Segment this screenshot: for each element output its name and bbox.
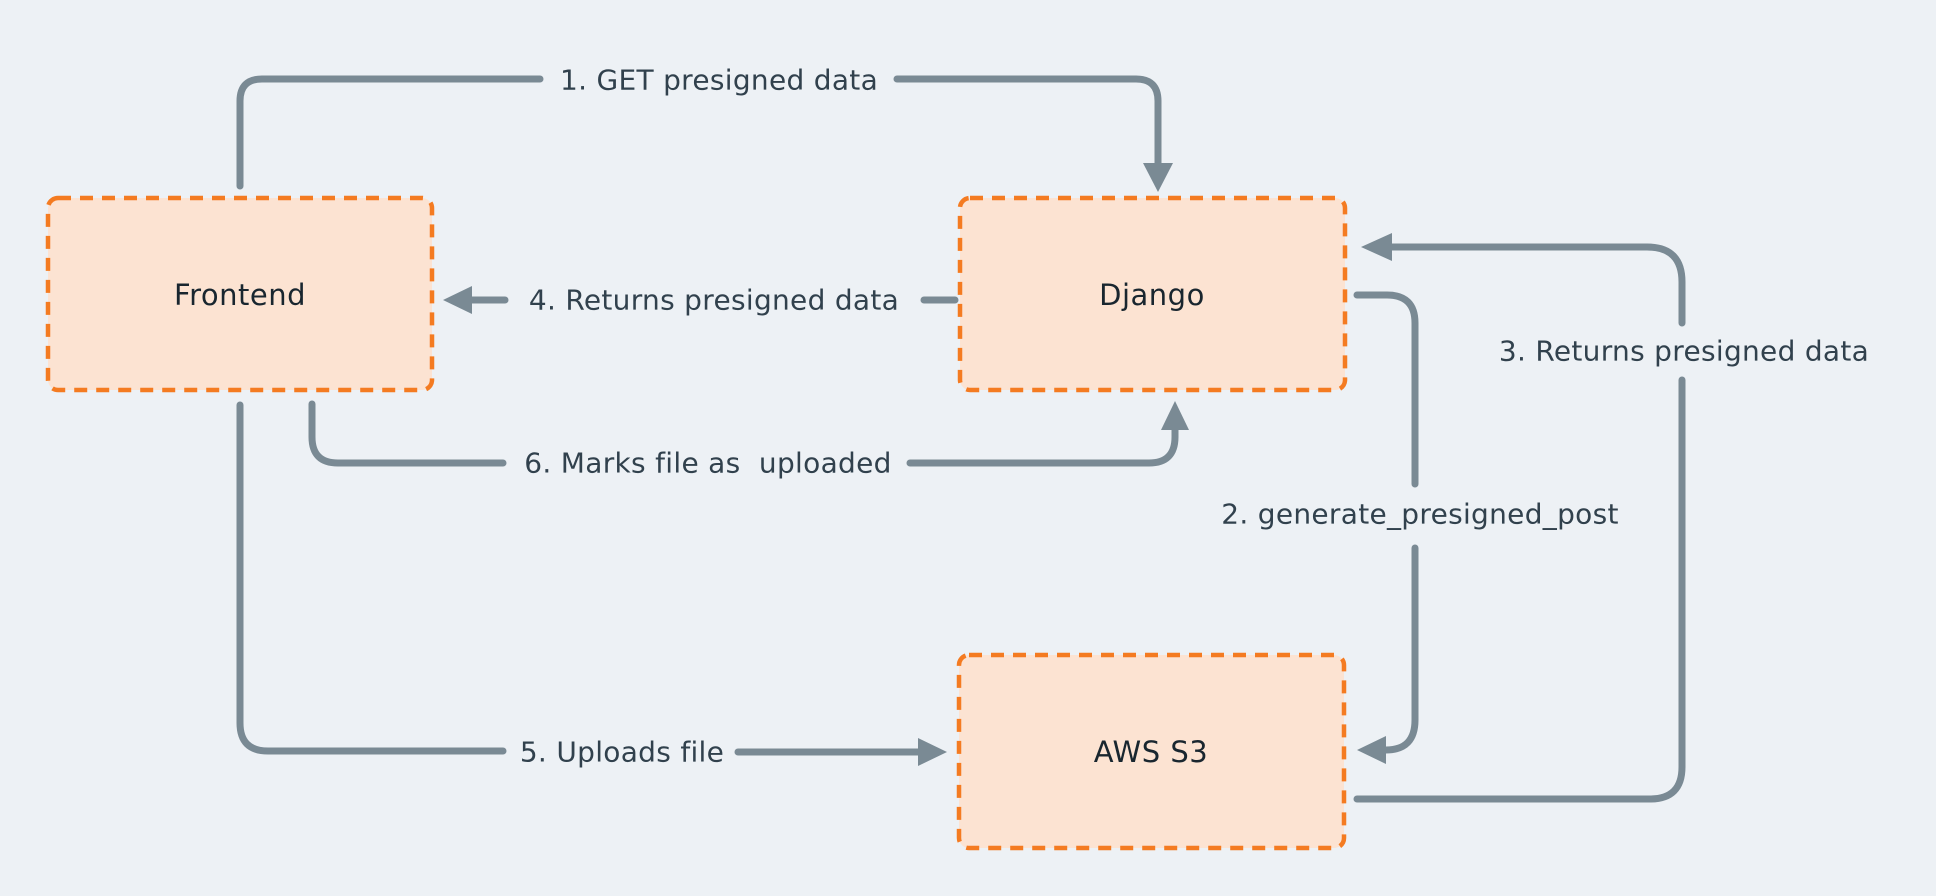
- node-django: Django: [957, 195, 1348, 393]
- node-frontend: Frontend: [45, 195, 435, 393]
- flow-6-line-left: [308, 400, 507, 467]
- node-django-label: Django: [1099, 278, 1205, 312]
- node-aws-s3-label: AWS S3: [1094, 735, 1208, 769]
- flow-3-returns-presigned-data: 3. Returns presigned data: [1353, 233, 1869, 803]
- flow-2-label: 2. generate_presigned_post: [1221, 498, 1619, 531]
- flow-2-line-bottom: [1382, 544, 1419, 754]
- node-frontend-box: [45, 195, 435, 393]
- flow-2-generate-presigned-post: 2. generate_presigned_post: [1221, 291, 1619, 764]
- node-aws-s3: AWS S3: [956, 652, 1347, 851]
- flow-6-line-right: [906, 426, 1179, 467]
- flow-1-line-left: [236, 75, 544, 190]
- flow-4-returns-presigned-data: 4. Returns presigned data: [443, 284, 959, 317]
- flow-2-arrowhead: [1357, 736, 1386, 764]
- flow-4-label: 4. Returns presigned data: [529, 284, 899, 317]
- flow-5-label: 5. Uploads file: [520, 736, 724, 769]
- flow-1-arrowhead: [1143, 163, 1173, 192]
- node-frontend-label: Frontend: [174, 278, 306, 312]
- flow-1-get-presigned-data: 1. GET presigned data: [236, 64, 1173, 192]
- flow-3-line-bottom: [1353, 376, 1686, 803]
- flow-1-line-right: [893, 75, 1162, 168]
- node-aws-s3-box: [956, 652, 1347, 851]
- flow-2-line-top: [1353, 291, 1419, 488]
- flow-1-label: 1. GET presigned data: [560, 64, 878, 97]
- flow-6-label: 6. Marks file as uploaded: [524, 447, 891, 480]
- flow-5-line-left: [236, 401, 507, 755]
- flow-5-arrowhead: [918, 738, 947, 766]
- flow-6-marks-file-uploaded: 6. Marks file as uploaded: [308, 400, 1189, 480]
- flow-3-line-top: [1388, 243, 1686, 327]
- flow-3-label: 3. Returns presigned data: [1499, 335, 1869, 368]
- flow-5-uploads-file: 5. Uploads file: [236, 401, 947, 769]
- node-django-box: [957, 195, 1348, 393]
- flow-4-arrowhead: [443, 286, 472, 314]
- flow-3-arrowhead: [1361, 233, 1392, 261]
- flow-6-arrowhead: [1161, 401, 1189, 430]
